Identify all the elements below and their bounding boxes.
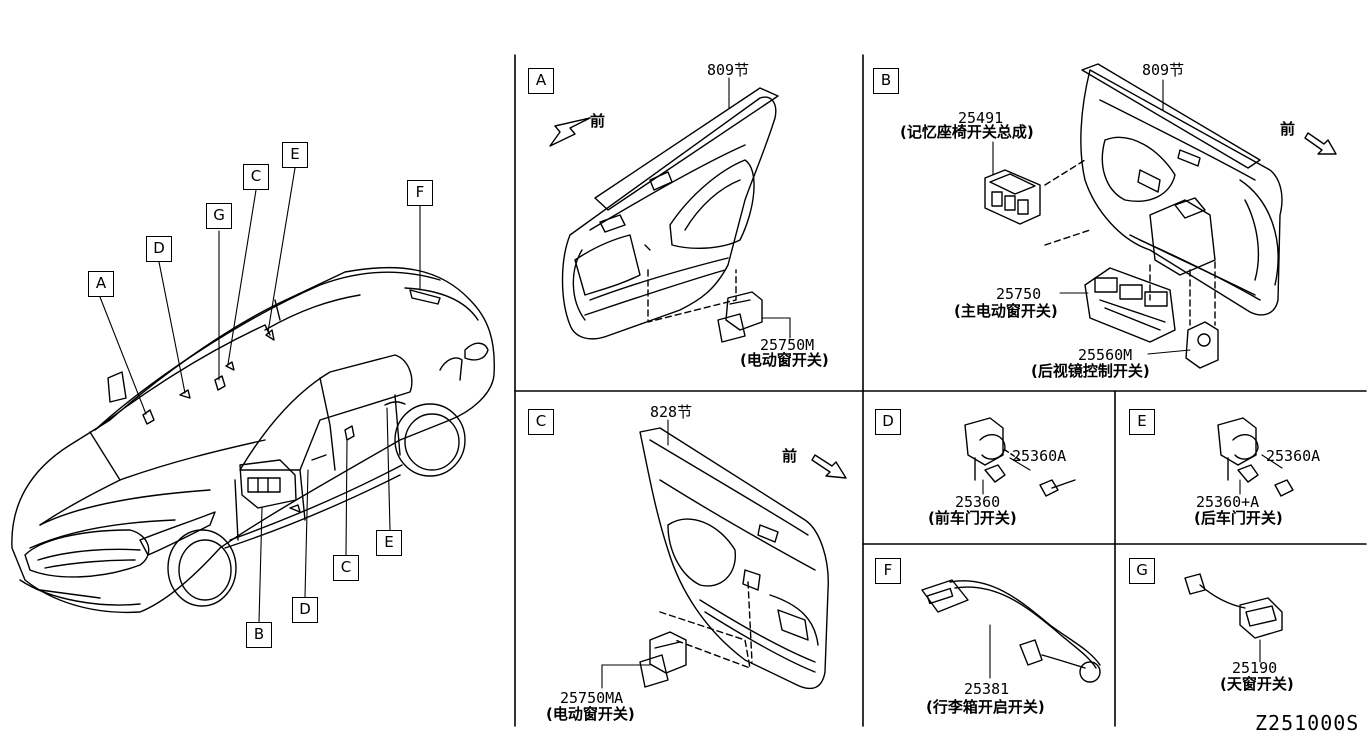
panel-a-part-no: 25750M <box>760 336 815 354</box>
panel-f-part-no: 25381 <box>964 680 1010 698</box>
panel-c-forward-label: 前 <box>782 447 798 465</box>
diagram-reference-code: Z251000S <box>1255 711 1360 735</box>
panel-d-sub-part-no: 25360A <box>1012 447 1067 465</box>
panel-grid <box>514 54 1367 727</box>
door-trim-rear <box>601 419 847 690</box>
panel-b-part-no-25560m: 25560M <box>1078 346 1133 364</box>
panel-a-forward-label: 前 <box>590 112 606 130</box>
panel-c-part-name: (电动窗开关) <box>546 705 635 723</box>
car-callout-d-bottom: D <box>292 597 318 623</box>
panel-b-part-no-25491: 25491 <box>958 109 1004 127</box>
panel-d-label: D <box>875 409 901 435</box>
panel-e-label: E <box>1129 409 1155 435</box>
panel-g-part-no: 25190 <box>1232 659 1278 677</box>
panel-f-label: F <box>875 558 901 584</box>
door-trim-front-left <box>549 77 791 343</box>
panel-d-part-no: 25360 <box>955 493 1001 511</box>
door-switch-front <box>964 417 1076 497</box>
panel-b-label: B <box>873 68 899 94</box>
panel-b-part-name-25750: (主电动窗开关) <box>954 302 1058 320</box>
panel-b-forward-label: 前 <box>1280 120 1296 138</box>
door-trim-driver <box>984 63 1337 369</box>
car-callout-g: G <box>206 203 232 229</box>
panel-a-section: 809节 <box>707 61 750 79</box>
panel-a-label: A <box>528 68 554 94</box>
panel-e-part-name: (后车门开关) <box>1194 509 1283 527</box>
panel-e-sub-part-no: 25360A <box>1266 447 1321 465</box>
trunk-opener-switch <box>921 579 1101 683</box>
panel-b-part-name-25491: (记忆座椅开关总成) <box>900 123 1034 141</box>
panel-c-label: C <box>528 409 554 435</box>
panel-f-part-name: (行李箱开启开关) <box>926 698 1045 716</box>
panel-b-section: 809节 <box>1142 61 1185 79</box>
car-illustration <box>11 167 495 623</box>
car-callout-f: F <box>407 180 433 206</box>
car-callout-e-bottom: E <box>376 530 402 556</box>
panel-g-part-name: (天窗开关) <box>1220 675 1294 693</box>
car-callout-e-top: E <box>282 142 308 168</box>
car-callout-d-top: D <box>146 236 172 262</box>
car-callout-b: B <box>246 622 272 648</box>
panel-d-part-name: (前车门开关) <box>928 509 1017 527</box>
panel-c-part-no: 25750MA <box>560 689 624 707</box>
panel-e-part-no: 25360+A <box>1196 493 1260 511</box>
panel-g-label: G <box>1129 558 1155 584</box>
car-callout-c-bottom: C <box>333 555 359 581</box>
panel-c-section: 828节 <box>650 403 693 421</box>
sunroof-switch <box>1184 573 1283 663</box>
panel-b-part-no-25750: 25750 <box>996 285 1042 303</box>
panel-b-part-name-25560m: (后视镜控制开关) <box>1031 362 1150 380</box>
car-callout-a: A <box>88 271 114 297</box>
panel-a-part-name: (电动窗开关) <box>740 351 829 369</box>
door-switch-rear <box>1217 417 1294 497</box>
car-callout-c-top: C <box>243 164 269 190</box>
